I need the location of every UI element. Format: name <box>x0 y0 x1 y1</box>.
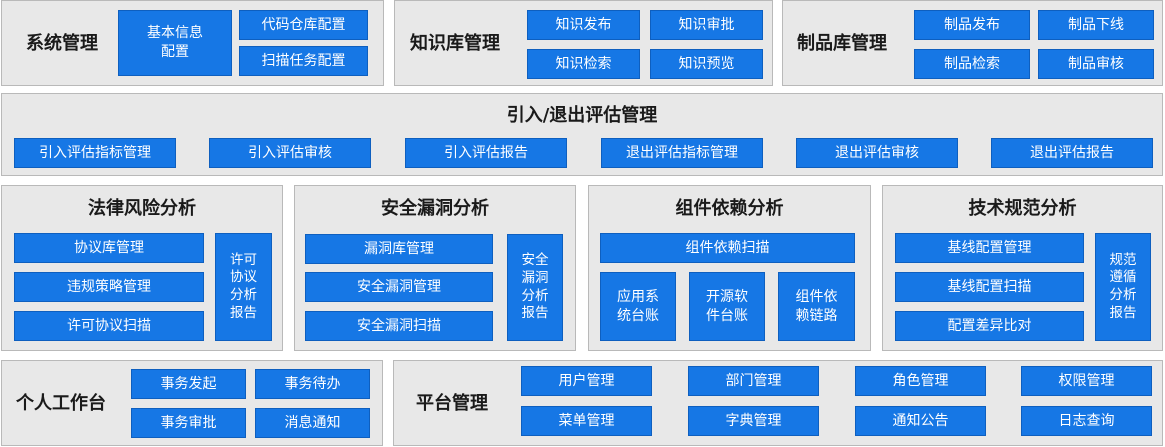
role-management-button[interactable]: 角色管理 <box>855 366 986 396</box>
license-scan-button[interactable]: 许可协议扫描 <box>14 311 204 341</box>
permission-management-button[interactable]: 权限管理 <box>1021 366 1152 396</box>
open-source-ledger-button[interactable]: 开源软 件台账 <box>689 272 765 341</box>
license-library-button[interactable]: 协议库管理 <box>14 233 204 263</box>
vulnerability-analysis-report-button[interactable]: 安全 漏洞 分析 报告 <box>507 234 563 341</box>
notice-announcement-button[interactable]: 通知公告 <box>855 406 986 436</box>
scan-task-config-button[interactable]: 扫描任务配置 <box>239 46 368 76</box>
product-library-panel: 制品库管理 制品发布 制品下线 制品检索 制品审核 <box>782 0 1163 86</box>
security-vulnerability-panel: 安全漏洞分析 漏洞库管理 安全漏洞管理 安全漏洞扫描 安全 漏洞 分析 报告 <box>294 185 576 351</box>
knowledge-base-title: 知识库管理 <box>410 33 500 54</box>
knowledge-approve-button[interactable]: 知识审批 <box>650 10 763 40</box>
system-management-title: 系统管理 <box>26 33 98 54</box>
component-dependency-panel: 组件依赖分析 组件依赖扫描 应用系 统台账 开源软 件台账 组件依 赖链路 <box>588 185 871 351</box>
department-management-button[interactable]: 部门管理 <box>688 366 819 396</box>
product-audit-button[interactable]: 制品审核 <box>1038 49 1154 79</box>
product-search-button[interactable]: 制品检索 <box>914 49 1030 79</box>
violation-policy-button[interactable]: 违规策略管理 <box>14 272 204 302</box>
legal-risk-title: 法律风险分析 <box>88 198 196 219</box>
task-initiate-button[interactable]: 事务发起 <box>131 369 246 399</box>
component-dependency-title: 组件依赖分析 <box>675 198 784 219</box>
product-offline-button[interactable]: 制品下线 <box>1038 10 1154 40</box>
message-notification-button[interactable]: 消息通知 <box>255 408 370 438</box>
system-management-panel: 系统管理 基本信息 配置 代码仓库配置 扫描任务配置 <box>1 0 384 86</box>
spec-compliance-report-button[interactable]: 规范 遵循 分析 报告 <box>1095 233 1151 341</box>
platform-management-title: 平台管理 <box>416 393 488 414</box>
personal-workbench-title: 个人工作台 <box>16 393 106 414</box>
dependency-scan-button[interactable]: 组件依赖扫描 <box>600 233 855 263</box>
exit-eval-audit-button[interactable]: 退出评估审核 <box>796 138 958 168</box>
exit-eval-metrics-button[interactable]: 退出评估指标管理 <box>601 138 763 168</box>
menu-management-button[interactable]: 菜单管理 <box>521 406 652 436</box>
intro-eval-audit-button[interactable]: 引入评估审核 <box>209 138 371 168</box>
task-todo-button[interactable]: 事务待办 <box>255 369 370 399</box>
knowledge-publish-button[interactable]: 知识发布 <box>527 10 640 40</box>
log-query-button[interactable]: 日志查询 <box>1021 406 1152 436</box>
vulnerability-management-button[interactable]: 安全漏洞管理 <box>305 272 493 302</box>
baseline-config-management-button[interactable]: 基线配置管理 <box>895 233 1084 263</box>
evaluation-management-panel: 引入/退出评估管理 引入评估指标管理 引入评估审核 引入评估报告 退出评估指标管… <box>1 93 1163 176</box>
basic-info-config-button[interactable]: 基本信息 配置 <box>118 10 232 76</box>
knowledge-search-button[interactable]: 知识检索 <box>527 49 640 79</box>
intro-eval-report-button[interactable]: 引入评估报告 <box>405 138 567 168</box>
baseline-config-scan-button[interactable]: 基线配置扫描 <box>895 272 1084 302</box>
product-library-title: 制品库管理 <box>797 33 887 54</box>
app-system-ledger-button[interactable]: 应用系 统台账 <box>600 272 676 341</box>
dependency-chain-button[interactable]: 组件依 赖链路 <box>778 272 855 341</box>
security-vulnerability-title: 安全漏洞分析 <box>381 198 489 219</box>
platform-management-panel: 平台管理 用户管理 部门管理 角色管理 权限管理 菜单管理 字典管理 通知公告 … <box>393 360 1163 446</box>
legal-risk-panel: 法律风险分析 协议库管理 违规策略管理 许可协议扫描 许可 协议 分析 报告 <box>1 185 283 351</box>
knowledge-base-panel: 知识库管理 知识发布 知识审批 知识检索 知识预览 <box>394 0 773 86</box>
task-approve-button[interactable]: 事务审批 <box>131 408 246 438</box>
knowledge-preview-button[interactable]: 知识预览 <box>650 49 763 79</box>
dictionary-management-button[interactable]: 字典管理 <box>688 406 819 436</box>
evaluation-management-title: 引入/退出评估管理 <box>506 105 658 126</box>
tech-spec-title: 技术规范分析 <box>968 198 1077 219</box>
personal-workbench-panel: 个人工作台 事务发起 事务待办 事务审批 消息通知 <box>1 360 383 446</box>
code-repo-config-button[interactable]: 代码仓库配置 <box>239 10 368 40</box>
vulnerability-library-button[interactable]: 漏洞库管理 <box>305 234 493 264</box>
license-analysis-report-button[interactable]: 许可 协议 分析 报告 <box>215 233 272 341</box>
product-publish-button[interactable]: 制品发布 <box>914 10 1030 40</box>
config-diff-compare-button[interactable]: 配置差异比对 <box>895 311 1084 341</box>
user-management-button[interactable]: 用户管理 <box>521 366 652 396</box>
tech-spec-panel: 技术规范分析 基线配置管理 基线配置扫描 配置差异比对 规范 遵循 分析 报告 <box>882 185 1163 351</box>
vulnerability-scan-button[interactable]: 安全漏洞扫描 <box>305 311 493 341</box>
exit-eval-report-button[interactable]: 退出评估报告 <box>991 138 1153 168</box>
intro-eval-metrics-button[interactable]: 引入评估指标管理 <box>14 138 176 168</box>
